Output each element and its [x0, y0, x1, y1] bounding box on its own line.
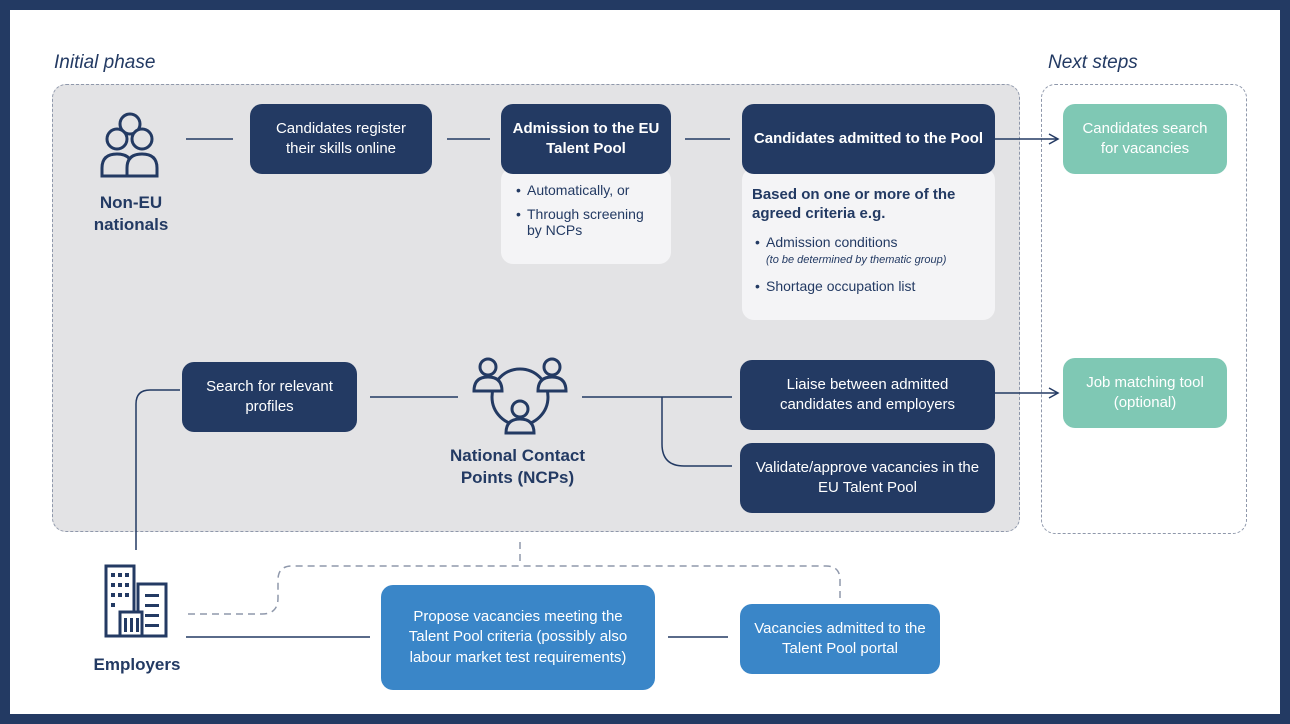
non-eu-nationals-label: Non-EU nationals: [93, 193, 169, 235]
propose-vacancies-box: Propose vacancies meeting the Talent Poo…: [381, 585, 655, 690]
ncp-network-icon: [472, 357, 568, 435]
liaise-box: Liaise between admitted candidates and e…: [740, 360, 995, 430]
register-skills-box: Candidates register their skills online: [250, 104, 432, 174]
admission-detail-item: Automatically, or: [516, 182, 661, 198]
vacancies-admitted-box: Vacancies admitted to the Talent Pool po…: [740, 604, 940, 674]
admission-detail-item: Through screening by NCPs: [516, 206, 661, 238]
job-matching-box: Job matching tool (optional): [1063, 358, 1227, 428]
employers-label: Employers: [93, 655, 181, 674]
validate-vacancies-box: Validate/approve vacancies in the EU Tal…: [740, 443, 995, 513]
next-steps-panel: [1041, 84, 1247, 534]
initial-phase-label: Initial phase: [54, 52, 156, 73]
criteria-item-admission-note: (to be determined by thematic group): [766, 253, 947, 266]
ncps-label: National Contact Points (NCPs): [449, 446, 586, 488]
admitted-box: Candidates admitted to the Pool: [742, 104, 995, 174]
search-vacancies-box: Candidates search for vacancies: [1063, 104, 1227, 174]
admission-box: Admission to the EU Talent Pool: [501, 104, 671, 174]
criteria-item-shortage: Shortage occupation list: [755, 278, 985, 294]
criteria-item-admission: Admission conditions (to be determined b…: [755, 233, 985, 266]
people-group-icon: [100, 112, 159, 178]
criteria-panel: Based on one or more of the agreed crite…: [742, 168, 995, 320]
buildings-icon: [104, 564, 168, 638]
admitted-box-label: Candidates admitted to the Pool: [753, 129, 984, 147]
criteria-heading: Based on one or more of the agreed crite…: [752, 186, 956, 222]
next-steps-label: Next steps: [1048, 52, 1138, 73]
admission-details-panel: Automatically, or Through screening by N…: [501, 168, 671, 264]
criteria-item-admission-label: Admission conditions: [766, 233, 898, 250]
search-profiles-box: Search for relevant profiles: [182, 362, 357, 432]
admission-box-label: Admission to the EU Talent Pool: [512, 119, 660, 157]
